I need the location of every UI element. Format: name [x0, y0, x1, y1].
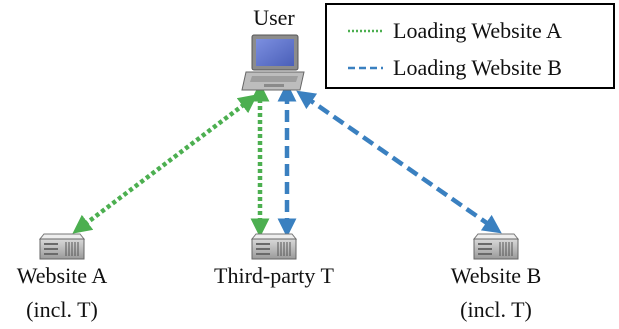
website-b-sublabel: (incl. T): [460, 297, 532, 322]
website-a-sublabel: (incl. T): [26, 297, 98, 322]
user-node: User: [241, 5, 305, 91]
third-party-node: Third-party T: [214, 233, 335, 288]
website-b-node: Website B (incl. T): [451, 233, 542, 322]
server-icon: [250, 233, 298, 260]
legend-label-a: Loading Website A: [393, 18, 562, 43]
website-a-node: Website A (incl. T): [17, 233, 108, 322]
legend-item-b: Loading Website B: [348, 55, 562, 80]
user-label: User: [253, 5, 295, 30]
server-icon: [472, 233, 520, 260]
legend-item-a: Loading Website A: [348, 18, 562, 43]
legend-label-b: Loading Website B: [393, 55, 562, 80]
laptop-icon: [241, 34, 305, 91]
legend-box: [325, 3, 615, 89]
arrow-user-website-a: [72, 94, 258, 234]
arrow-user-website-b: [296, 90, 502, 234]
legend: Loading Website A Loading Website B: [325, 3, 615, 89]
website-a-label: Website A: [17, 263, 108, 288]
website-b-label: Website B: [451, 263, 542, 288]
third-party-label: Third-party T: [214, 263, 335, 288]
connections: [72, 82, 502, 238]
server-icon: [38, 233, 86, 260]
